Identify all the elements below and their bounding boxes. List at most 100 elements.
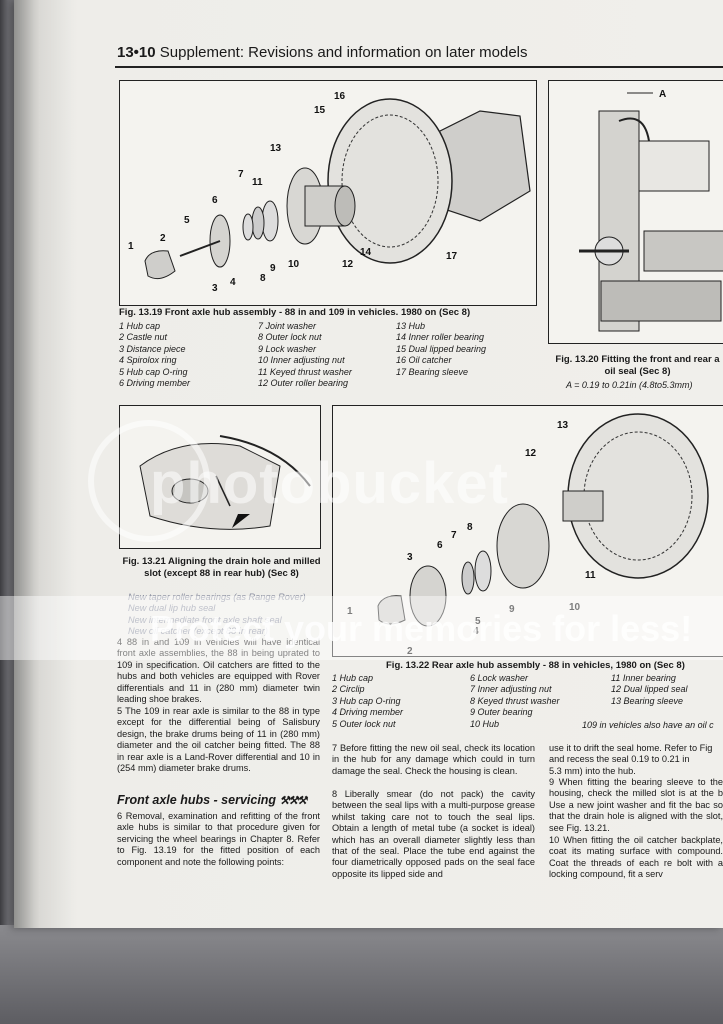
legend-item: 9 Lock washer: [258, 343, 317, 354]
fig-13-22-note: 109 in vehicles also have an oil c: [582, 720, 714, 730]
callout-3: 3: [212, 283, 218, 294]
section-title: Front axle hubs - servicing: [117, 793, 277, 807]
fig-13-22-legend-col3: 11 Inner bearing 12 Dual lipped seal 13 …: [611, 673, 688, 707]
fig-13-19-legend-col2: 7 Joint washer 8 Outer lock nut 9 Lock w…: [258, 321, 352, 389]
wrench-icon: ⚒⚒⚒: [279, 795, 308, 807]
fig-13-20-caption: Fig. 13.20 Fitting the front and rear a …: [550, 354, 723, 378]
page-title: Supplement: Revisions and information on…: [159, 44, 528, 61]
page-edge-shadow: [0, 925, 723, 1024]
callout-11: 11: [585, 570, 596, 581]
watermark-logo-icon: [88, 420, 210, 542]
callout-11: 11: [252, 177, 263, 188]
legend-item: 10 Hub: [470, 718, 500, 729]
callout-6: 6: [437, 540, 443, 551]
watermark-text: photobucket: [150, 451, 509, 516]
legend-item: 14 Inner roller bearing: [396, 332, 485, 343]
fig-13-19-legend-col1: 1 Hub cap 2 Castle nut 3 Distance piece …: [119, 321, 190, 389]
faint-note: New oil catcher (except 88 in rear): [128, 626, 268, 637]
callout-8: 8: [260, 273, 266, 284]
paragraph-6: 6 Removal, examination and refitting of …: [117, 811, 320, 867]
callout-16: 16: [334, 91, 346, 102]
callout-7: 7: [238, 169, 244, 180]
watermark-banner: Protect your memories for less!: [0, 596, 723, 660]
paragraph-4: 4 88 in and 109 in vehicles will have id…: [117, 637, 320, 705]
callout-10: 10: [569, 602, 581, 613]
callout-12: 12: [342, 259, 354, 270]
callout-10: 10: [288, 259, 300, 270]
legend-item: 3 Hub cap O-ring: [332, 695, 401, 706]
legend-item: 8 Outer lock nut: [258, 332, 322, 343]
callout-13: 13: [557, 420, 569, 431]
callout-7: 7: [451, 530, 457, 541]
callout-17: 17: [446, 251, 458, 262]
legend-item: 7 Joint washer: [258, 321, 317, 331]
legend-item: 16 Oil catcher: [396, 355, 452, 366]
callout-5: 5: [475, 616, 481, 627]
callout-9: 9: [509, 604, 515, 615]
callout-2: 2: [160, 233, 166, 244]
legend-item: 4 Spirolox ring: [119, 355, 177, 366]
legend-item: 6 Driving member: [119, 378, 191, 389]
legend-item: 3 Distance piece: [119, 343, 186, 354]
dimension-a-label: A: [659, 89, 666, 100]
faint-note: New dual lip hub seal: [128, 603, 216, 614]
page-fold-shadow: [14, 0, 78, 928]
legend-item: 2 Castle nut: [119, 332, 168, 343]
oil-seal-section-drawing: A: [579, 89, 723, 332]
paragraph-10: 10 When fitting the oil catcher backplat…: [549, 835, 723, 880]
legend-item: 11 Inner bearing: [611, 673, 676, 683]
fig-13-19-caption: Fig. 13.19 Front axle hub assembly - 88 …: [119, 307, 471, 318]
legend-item: 17 Bearing sleeve: [396, 366, 469, 377]
callout-15: 15: [314, 105, 326, 116]
legend-item: 6 Lock washer: [470, 673, 529, 683]
caption-line: Fig. 13.21 Aligning the drain hole and m…: [122, 556, 321, 567]
legend-item: 15 Dual lipped bearing: [396, 343, 487, 354]
paragraph-5: 5 The 109 in rear axle is similar to the…: [117, 706, 320, 774]
callout-4: 4: [473, 626, 479, 637]
paragraph-7: 7 Before fitting the new oil seal, check…: [332, 743, 535, 776]
section-heading: Front axle hubs - servicing ⚒⚒⚒: [117, 793, 308, 807]
legend-item: 2 Circlip: [332, 684, 365, 695]
callout-4: 4: [230, 277, 236, 288]
watermark-slogan: Protect your memories for less!: [150, 608, 693, 649]
legend-item: 13 Hub: [396, 321, 426, 331]
legend-item: 11 Keyed thrust washer: [258, 366, 352, 377]
fig-13-19-frame: 1 2 3 4 5 6 7 8 9 10 11 12 13 14 15 16 1…: [119, 80, 537, 306]
page-number: 13•10: [117, 44, 156, 61]
fig-13-22-caption: Fig. 13.22 Rear axle hub assembly - 88 i…: [386, 660, 685, 671]
fig-13-22-legend-col1: 1 Hub cap 2 Circlip 3 Hub cap O-ring 4 D…: [332, 673, 403, 730]
legend-item: 13 Bearing sleeve: [611, 695, 684, 706]
front-axle-hub-drawing: 1 2 3 4 5 6 7 8 9 10 11 12 13 14 15 16 1…: [128, 91, 531, 294]
fig-13-21-caption: Fig. 13.21 Aligning the drain hole and m…: [119, 556, 324, 580]
legend-item: 12 Outer roller bearing: [258, 378, 349, 389]
callout-14: 14: [360, 247, 372, 258]
text-line: use it to drift the seal home. Refer to …: [549, 743, 713, 753]
callout-6: 6: [212, 195, 218, 206]
callout-3: 3: [407, 552, 413, 563]
fig-13-22-frame: 1 2 3 4 5 6 7 8 9 10 11 12 13: [332, 405, 723, 657]
caption-line: Fig. 13.20 Fitting the front and rear a: [555, 354, 720, 365]
callout-1: 1: [128, 241, 134, 252]
faint-notes: New taper roller bearings (as Range Rove…: [128, 592, 328, 638]
fig-13-20-dimension: A = 0.19 to 0.21in (4.8to5.3mm): [566, 380, 693, 390]
column-3-text: use it to drift the seal home. Refer to …: [549, 743, 723, 777]
paragraph-8: 8 Liberally smear (do not pack) the cavi…: [332, 789, 535, 879]
caption-line: oil seal (Sec 8): [604, 366, 671, 377]
legend-item: 5 Hub cap O-ring: [119, 366, 188, 377]
legend-item: 4 Driving member: [332, 707, 404, 718]
callout-2: 2: [407, 646, 413, 656]
page-header: 13•10 Supplement: Revisions and informat…: [117, 44, 528, 61]
callout-1: 1: [347, 606, 353, 617]
rear-axle-hub-drawing: 1 2 3 4 5 6 7 8 9 10 11 12 13: [347, 413, 709, 657]
legend-item: 12 Dual lipped seal: [611, 684, 688, 695]
fig-13-22-legend-col2: 6 Lock washer 7 Inner adjusting nut 8 Ke…: [470, 673, 560, 730]
paragraph-9: 9 When fitting the bearing sleeve to the…: [549, 777, 723, 833]
text-line: and recess the seal 0.19 to 0.21 in: [549, 754, 690, 765]
callout-13: 13: [270, 143, 282, 154]
callout-5: 5: [184, 215, 190, 226]
legend-item: 5 Outer lock nut: [332, 718, 396, 729]
fig-13-20-frame: A: [548, 80, 723, 344]
fig-13-19-legend-col3: 13 Hub 14 Inner roller bearing 15 Dual l…: [396, 321, 486, 378]
callout-12: 12: [525, 448, 537, 459]
legend-item: 9 Outer bearing: [470, 707, 533, 718]
